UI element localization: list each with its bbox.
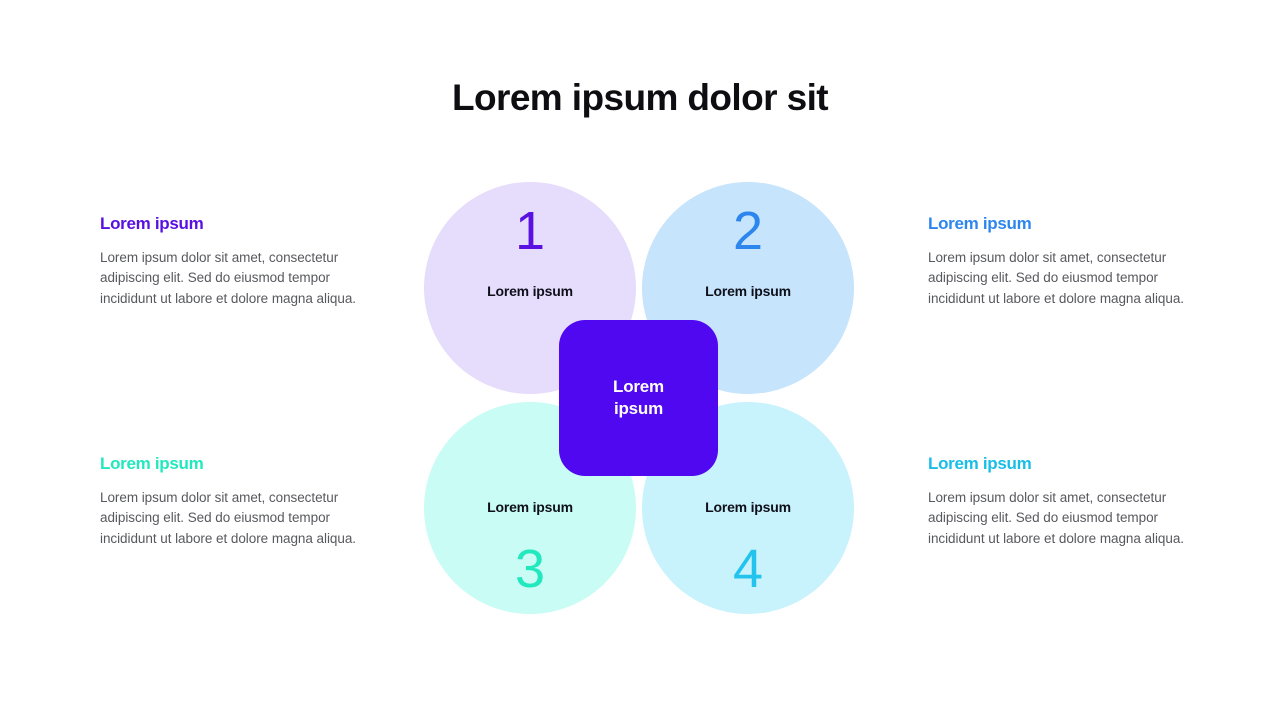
petal-2-number: 2	[732, 201, 764, 261]
petal-1-number: 1	[514, 201, 546, 261]
text-block-3: Lorem ipsum Lorem ipsum dolor sit amet, …	[100, 454, 372, 549]
text-block-2-body: Lorem ipsum dolor sit amet, consectetur …	[928, 250, 1184, 306]
petal-2-label: Lorem ipsum	[705, 283, 791, 299]
petal-3-number: 3	[514, 539, 546, 599]
center-hub[interactable]: Lorem ipsum	[559, 320, 718, 476]
text-block-4: Lorem ipsum Lorem ipsum dolor sit amet, …	[928, 454, 1200, 549]
petal-3-label: Lorem ipsum	[487, 499, 573, 515]
text-block-4-body: Lorem ipsum dolor sit amet, consectetur …	[928, 490, 1184, 546]
text-block-1: Lorem ipsum Lorem ipsum dolor sit amet, …	[100, 214, 372, 309]
center-hub-label: Lorem ipsum	[613, 377, 664, 418]
quadrant-flower-diagram: 1 Lorem ipsum 2 Lorem ipsum Lorem ipsum …	[424, 182, 854, 614]
petal-4-label: Lorem ipsum	[705, 499, 791, 515]
petal-4-number: 4	[732, 539, 764, 599]
text-block-3-heading: Lorem ipsum	[100, 454, 204, 473]
text-block-1-body: Lorem ipsum dolor sit amet, consectetur …	[100, 250, 356, 306]
text-block-1-heading: Lorem ipsum	[100, 214, 204, 233]
text-block-2-heading: Lorem ipsum	[928, 214, 1032, 233]
text-block-4-heading: Lorem ipsum	[928, 454, 1032, 473]
petal-segment-1[interactable]: 1 Lorem ipsum	[424, 182, 636, 394]
page-title: Lorem ipsum dolor sit	[452, 76, 829, 118]
petal-1-label: Lorem ipsum	[487, 283, 573, 299]
text-block-3-body: Lorem ipsum dolor sit amet, consectetur …	[100, 490, 356, 546]
text-block-2: Lorem ipsum Lorem ipsum dolor sit amet, …	[928, 214, 1200, 309]
